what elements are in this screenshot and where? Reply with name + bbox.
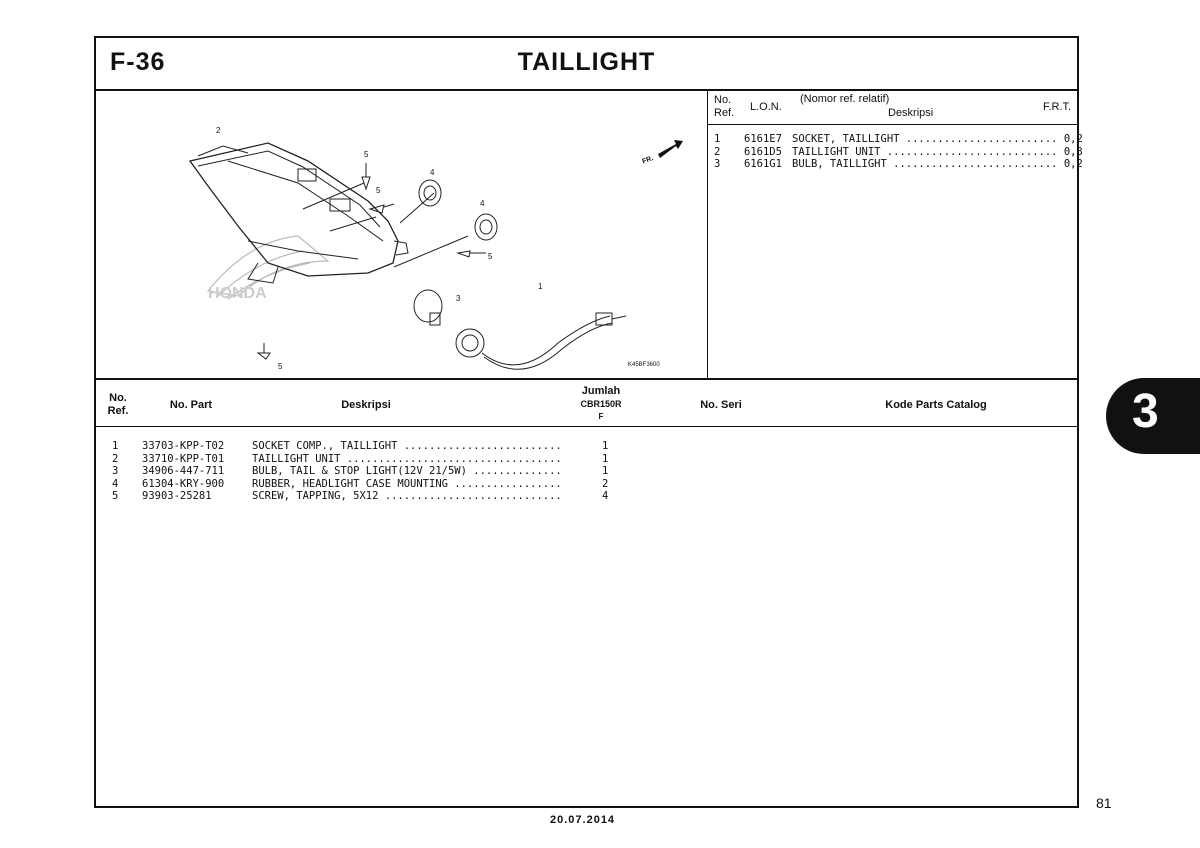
lon-header-divider [708, 124, 1077, 125]
parts-header-jumlah: Jumlah [581, 385, 621, 397]
page-title: TAILLIGHT [517, 48, 656, 76]
taillight-unit-drawing [188, 142, 409, 284]
honda-wing-logo [206, 235, 330, 300]
table-divider [96, 378, 1077, 380]
parts-header-seri: No. Seri [700, 399, 742, 411]
bulb-drawing [413, 289, 443, 326]
callout-3: 3 [456, 294, 461, 303]
exploded-diagram: FR. HONDA 1 2 3 4 4 5 5 5 5 K45BF3600 [188, 126, 683, 371]
parts-header-no: No. [109, 392, 127, 404]
parts-header-desc: Deskripsi [341, 399, 391, 411]
callout-4b: 4 [480, 199, 485, 208]
callout-2: 2 [216, 126, 221, 135]
figure-code: F-36 [110, 48, 166, 76]
callout-1: 1 [538, 282, 543, 291]
section-tab: 3 [1106, 378, 1200, 454]
parts-header-variant: F [598, 412, 604, 421]
parts-header-ref: Ref. [107, 405, 129, 417]
parts-header-divider [96, 426, 1077, 427]
rubber-mount-drawing [418, 179, 498, 241]
section-tab-number: 3 [1132, 385, 1159, 438]
catalog-page-frame: F-36 TAILLIGHT [94, 36, 1083, 808]
parts-header-model: CBR150R [580, 399, 622, 409]
print-date: 20.07.2014 [550, 814, 616, 826]
socket-wire-drawing [455, 312, 627, 370]
lon-header-ref: Ref. [714, 107, 735, 119]
parts-header-part: No. Part [169, 399, 213, 411]
lon-header-desc-note: (Nomor ref. relatif) [800, 93, 890, 105]
callout-5c: 5 [488, 252, 493, 261]
figure-code-label: K45BF3600 [628, 362, 660, 368]
lon-header-lon: L.O.N. [750, 101, 782, 113]
brand-watermark: HONDA [208, 285, 267, 302]
callout-4a: 4 [430, 168, 435, 177]
front-marker: FR. [641, 155, 654, 165]
lon-header-frt: F.R.T. [1043, 101, 1072, 113]
callout-5b: 5 [376, 186, 381, 195]
page-number: 81 [1096, 795, 1112, 811]
lon-header-no: No. [714, 94, 732, 106]
callout-5a: 5 [364, 150, 369, 159]
header-divider [96, 89, 1077, 91]
lon-header-desc: Deskripsi [888, 107, 934, 119]
parts-header-kode: Kode Parts Catalog [885, 399, 987, 411]
diagram-divider [707, 90, 708, 379]
callout-5d: 5 [278, 362, 283, 371]
screw-drawing [256, 163, 486, 360]
